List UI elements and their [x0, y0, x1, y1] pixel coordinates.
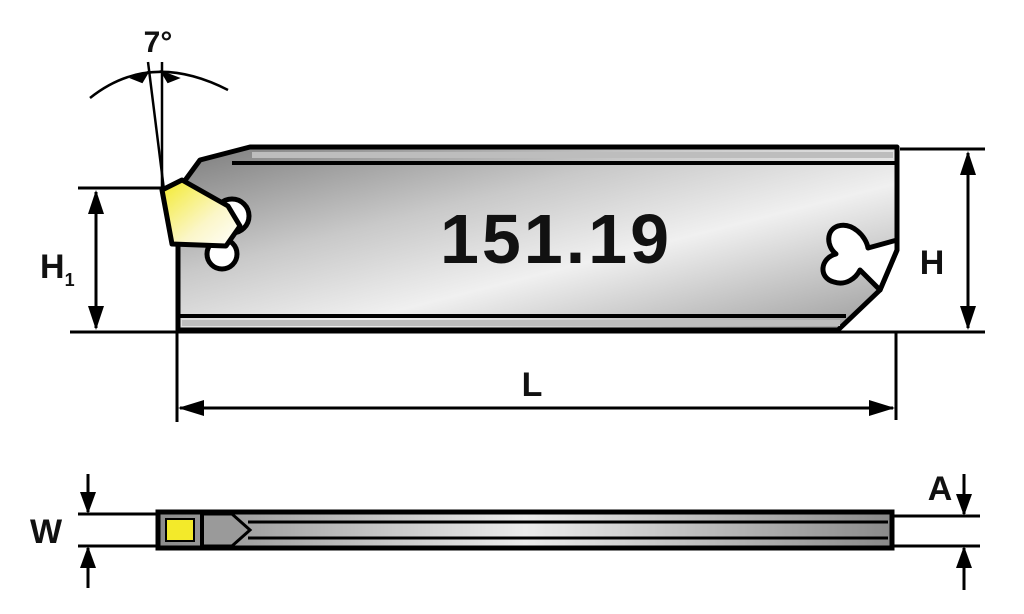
- h-arrow-bottom: [960, 306, 976, 330]
- angle-arrow-right: [159, 70, 181, 84]
- top-view: W A: [30, 470, 980, 590]
- blade-top-view-taper: [204, 512, 253, 548]
- insert-top-view: [165, 518, 195, 542]
- cutting-insert: [159, 177, 243, 249]
- angle-arc: [89, 70, 229, 99]
- l-arrow-right: [869, 400, 895, 416]
- angle-arrow-left: [129, 70, 151, 84]
- w-label: W: [30, 513, 63, 551]
- a-label: A: [928, 470, 953, 508]
- h1-label: H1: [40, 248, 75, 290]
- a-arrow-bottom: [956, 546, 972, 568]
- h1-arrow-top: [88, 190, 104, 214]
- h-arrow-top: [960, 151, 976, 175]
- h-label: H: [920, 244, 945, 282]
- angle-label: 7°: [144, 26, 173, 59]
- l-arrow-left: [178, 400, 204, 416]
- blade-top-view: [155, 509, 895, 551]
- side-view: 151.19 7° H1 H L: [40, 26, 985, 422]
- blade-number: 151.19: [440, 200, 672, 278]
- w-arrow-top: [80, 492, 96, 514]
- h1-arrow-bottom: [88, 306, 104, 330]
- clamping-slot: [820, 222, 900, 293]
- l-label: L: [522, 366, 543, 404]
- w-arrow-bottom: [80, 546, 96, 568]
- a-arrow-top: [956, 494, 972, 516]
- angle-line-inclined: [146, 61, 166, 191]
- blade-body: [175, 144, 900, 333]
